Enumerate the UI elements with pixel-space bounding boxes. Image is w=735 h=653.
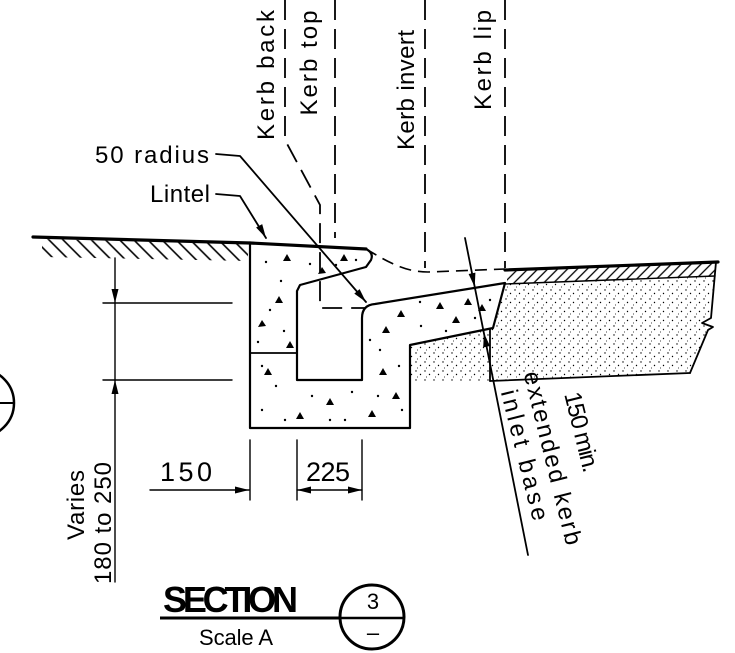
aggregate-dot: [264, 260, 268, 264]
aggregate-mark: [286, 341, 294, 348]
aggregate-dot: [419, 324, 423, 328]
radius-label: 50 radius: [95, 142, 209, 169]
wall-width-value: 150: [160, 457, 212, 487]
natural-ground: [31, 235, 252, 261]
aggregate-dot: [310, 394, 314, 398]
kerb-inlet-concrete: [248, 241, 507, 430]
aggregate-mark: [340, 254, 348, 261]
kerb-back-label: Kerb back: [253, 9, 280, 140]
scale-label: Scale A: [199, 625, 273, 650]
lintel-leader: [215, 193, 267, 239]
aggregate-dot: [376, 394, 380, 398]
aggregate-dot: [260, 408, 264, 412]
asphalt-bottom-line: [504, 275, 716, 285]
concrete-aggregate: [256, 254, 492, 422]
aggregate-mark: [326, 398, 334, 405]
aggregate-dot: [308, 262, 312, 266]
height-label: Varies: [63, 470, 90, 540]
aggregate-dot: [256, 340, 260, 344]
dimension-arrowhead: [235, 486, 249, 494]
lintel-top-line: [248, 241, 368, 251]
aggregate-dot: [378, 348, 382, 352]
dimension-arrowhead: [297, 486, 311, 494]
aggregate-dot: [343, 418, 347, 422]
aggregate-dot: [274, 384, 278, 388]
section-number: 3: [367, 589, 379, 614]
aggregate-mark: [397, 310, 405, 317]
width-dimensions: 150 225: [149, 439, 363, 501]
road-surface: [503, 260, 720, 285]
section-title: SECTION Scale A 3 –: [160, 579, 406, 651]
aggregate-dot: [488, 298, 492, 302]
inlet-base-arrowhead-bottom: [483, 333, 490, 348]
opening-width-value: 225: [306, 457, 350, 487]
pavement-base-bottom: [489, 372, 691, 382]
aggregate-dot: [282, 329, 286, 333]
kerb-reference-lines: [284, 0, 506, 309]
inlet-base-leader: [464, 237, 529, 556]
ground-hatch: [42, 239, 248, 261]
radius-arrowhead: [354, 289, 366, 302]
aggregate-mark: [275, 296, 283, 303]
radius-callout: 50 radius: [95, 142, 367, 303]
aggregate-mark: [318, 267, 326, 274]
kerb-invert-label: Kerb invert: [393, 30, 420, 150]
lintel-arrowhead: [256, 224, 266, 238]
lintel-label: Lintel: [150, 181, 210, 208]
aggregate-dot: [279, 279, 283, 283]
dimension-arrowhead: [111, 380, 119, 394]
aggregate-dot: [418, 300, 422, 304]
aggregate-dot: [368, 338, 372, 342]
aggregate-mark: [258, 320, 266, 327]
lintel-height-dimension: Varies 180 to 250: [63, 257, 233, 584]
inlet-base-arrowhead-top: [468, 272, 476, 287]
aggregate-dot: [328, 418, 332, 422]
aggregate-dot: [400, 408, 404, 412]
aggregate-mark: [436, 302, 444, 309]
aggregate-dot: [350, 390, 354, 394]
sheet-reference: –: [367, 620, 380, 645]
adjacent-section-marker: [0, 373, 16, 433]
existing-kerb-profile: [365, 248, 506, 273]
aggregate-mark: [464, 298, 472, 305]
dimension-arrowhead: [111, 289, 119, 303]
ground-line: [31, 235, 252, 245]
section-heading: SECTION: [163, 579, 298, 620]
concrete-outline: [248, 241, 507, 430]
aggregate-mark: [368, 410, 376, 417]
radius-leader: [215, 153, 367, 303]
aggregate-mark: [379, 368, 387, 375]
aggregate-mark: [283, 254, 291, 261]
aggregate-mark: [392, 392, 400, 399]
aggregate-dot: [473, 316, 477, 320]
aggregate-dot: [268, 308, 272, 312]
road-surface-line: [503, 260, 720, 272]
aggregate-mark: [452, 316, 460, 323]
asphalt-hatch: [507, 262, 716, 284]
pavement-base: [410, 261, 717, 382]
kerb-back-line: [284, 0, 366, 309]
aggregate-dot: [444, 329, 448, 333]
height-range: 180 to 250: [90, 462, 117, 584]
aggregate-dot: [354, 258, 358, 262]
aggregate-mark: [296, 412, 304, 419]
aggregate-dot: [260, 364, 264, 368]
aggregate-dot: [397, 364, 401, 368]
lintel-callout: Lintel: [150, 181, 267, 239]
break-line: [689, 261, 717, 374]
aggregate-mark: [382, 326, 390, 333]
dimension-arrowhead: [348, 486, 362, 494]
aggregate-mark: [264, 368, 272, 375]
kerb-top-label: Kerb top: [296, 11, 323, 116]
aggregate-dot: [283, 418, 287, 422]
pavement-base-fill: [410, 276, 715, 381]
